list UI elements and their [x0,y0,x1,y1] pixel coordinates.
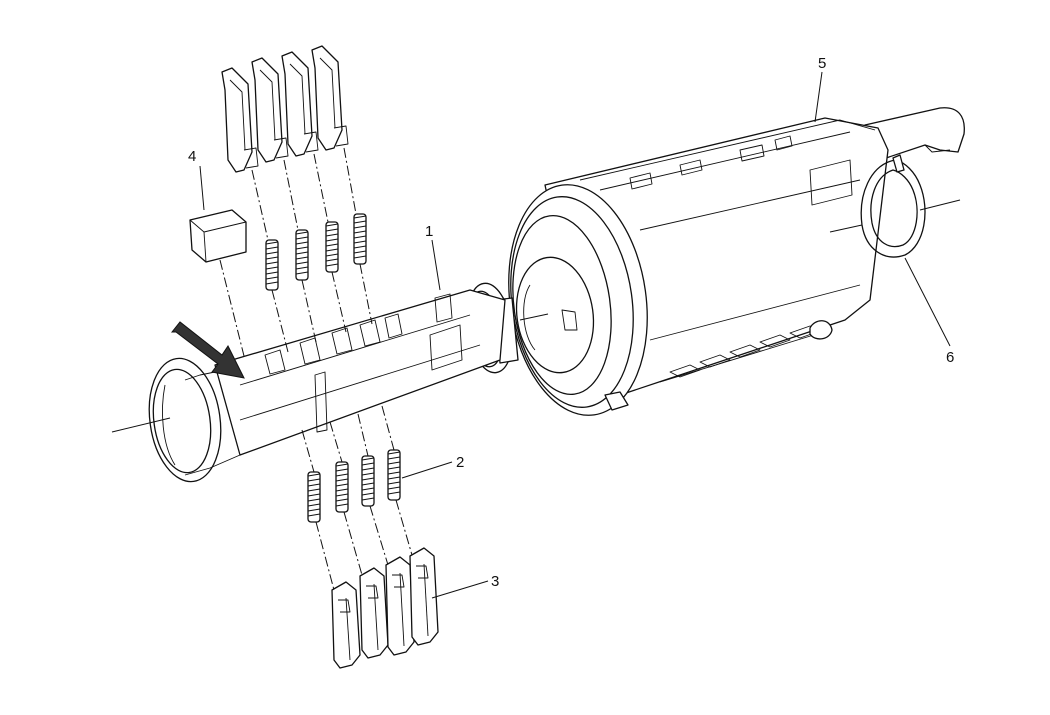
leader-2 [401,461,453,479]
top-spring [295,229,309,281]
top-spring [265,239,279,291]
leader-6 [904,257,951,347]
callout-5: 5 [818,55,826,72]
callout-4: 4 [188,148,196,165]
leader-5 [814,71,823,123]
callout-2: 2 [456,454,464,471]
callout-6: 6 [946,349,954,366]
top-wafer [311,45,349,151]
leader-1 [431,239,441,291]
bottom-spring [361,455,375,507]
bottom-spring [307,471,321,523]
wafer-cap [189,209,247,263]
top-wafer [281,51,319,157]
retaining-ring [860,154,926,258]
bottom-springs [307,449,401,523]
insertion-arrow [170,321,245,379]
bottom-spring [387,449,401,501]
leader-lines [199,71,951,599]
top-spring [325,221,339,273]
bottom-spring [335,461,349,513]
bottom-wafers [331,547,439,669]
top-wafers [221,45,349,173]
lock-cylinder [148,282,519,483]
callout-1: 1 [425,223,433,240]
callouts: 1 2 3 4 5 6 [188,55,954,590]
top-wafer [251,57,289,163]
top-wafer [221,67,259,173]
bottom-wafer [331,581,361,669]
leader-3 [431,580,489,599]
callout-3: 3 [491,573,499,590]
bottom-wafer [385,556,415,656]
bottom-wafer [359,567,389,659]
top-springs [265,213,367,291]
bottom-wafer [409,547,439,646]
top-spring [353,213,367,265]
bottom-guide-lines [301,405,413,591]
lock-housing [508,107,965,416]
leader-4 [199,165,205,211]
top-guide-lines [219,147,373,357]
center-axis [111,199,961,433]
